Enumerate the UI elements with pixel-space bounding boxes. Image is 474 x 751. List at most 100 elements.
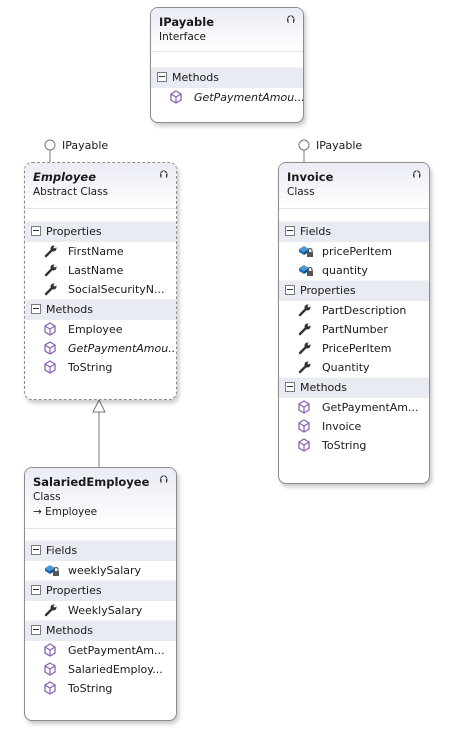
method-name: ToString	[322, 439, 367, 452]
property-item[interactable]: PricePerItem	[279, 339, 429, 358]
property-name: Quantity	[322, 361, 370, 374]
field-name: pricePerItem	[322, 245, 392, 258]
invoice-header: Invoice Class ⮉	[279, 163, 429, 209]
employee-methods-section[interactable]: Methods	[25, 299, 176, 320]
salaried-employee-stereotype: Class	[33, 491, 61, 503]
property-item[interactable]: WeeklySalary	[25, 601, 176, 620]
employee-interface-lollipop	[44, 139, 56, 151]
property-name: FirstName	[68, 245, 124, 258]
salaried-employee-fields-section[interactable]: Fields	[25, 540, 176, 561]
property-item[interactable]: PartDescription	[279, 301, 429, 320]
section-label: Methods	[46, 303, 93, 316]
employee-class-box[interactable]: Employee Abstract Class ⮉ Properties Fir…	[24, 162, 177, 400]
method-name: GetPaymentAmou...	[68, 342, 176, 355]
method-item[interactable]: ToString	[25, 679, 176, 698]
field-name: quantity	[322, 264, 368, 277]
method-cube-icon	[298, 400, 314, 414]
method-item[interactable]: Employee	[25, 320, 176, 339]
invoice-methods-section[interactable]: Methods	[279, 377, 429, 398]
employee-title: Employee	[33, 170, 97, 184]
property-wrench-icon	[44, 263, 60, 277]
field-name: weeklySalary	[68, 564, 142, 577]
invoice-interface-label: IPayable	[316, 139, 363, 152]
property-item[interactable]: Quantity	[279, 358, 429, 377]
collapse-section-icon[interactable]	[157, 72, 167, 82]
collapse-icon[interactable]: ⮉	[159, 168, 168, 181]
ipayable-title: IPayable	[159, 15, 215, 29]
section-label: Fields	[46, 544, 78, 557]
field-item[interactable]: weeklySalary	[25, 561, 176, 580]
method-item[interactable]: ToString	[279, 436, 429, 455]
collapse-icon[interactable]: ⮉	[286, 13, 295, 26]
invoice-fields-section[interactable]: Fields	[279, 221, 429, 242]
collapse-section-icon[interactable]	[31, 625, 41, 635]
method-item[interactable]: Invoice	[279, 417, 429, 436]
collapse-section-icon[interactable]	[31, 545, 41, 555]
property-item[interactable]: FirstName	[25, 242, 176, 261]
method-name: GetPaymentAm...	[68, 644, 165, 657]
property-item[interactable]: LastName	[25, 261, 176, 280]
property-wrench-icon	[298, 303, 314, 317]
property-wrench-icon	[44, 244, 60, 258]
collapse-section-icon[interactable]	[285, 382, 295, 392]
field-lock-icon	[298, 244, 314, 258]
method-cube-icon	[298, 419, 314, 433]
collapse-section-icon[interactable]	[31, 226, 41, 236]
method-item[interactable]: ToString	[25, 358, 176, 377]
method-cube-icon	[44, 322, 60, 336]
method-name: GetPaymentAmou...	[194, 91, 303, 104]
employee-header: Employee Abstract Class ⮉	[25, 163, 176, 209]
method-item[interactable]: SalariedEmploy...	[25, 660, 176, 679]
section-label: Properties	[46, 225, 102, 238]
salaried-employee-title: SalariedEmployee	[33, 475, 150, 489]
method-cube-icon	[170, 90, 186, 104]
invoice-properties-section[interactable]: Properties	[279, 280, 429, 301]
invoice-stereotype: Class	[287, 186, 315, 198]
ipayable-stereotype: Interface	[159, 31, 207, 43]
salaried-employee-header: SalariedEmployee Class → Employee ⮉	[25, 468, 176, 529]
method-name: SalariedEmploy...	[68, 663, 163, 676]
collapse-icon[interactable]: ⮉	[159, 473, 168, 486]
salaried-employee-class-box[interactable]: SalariedEmployee Class → Employee ⮉ Fiel…	[24, 467, 177, 721]
collapse-section-icon[interactable]	[31, 585, 41, 595]
collapse-icon[interactable]: ⮉	[412, 168, 421, 181]
method-cube-icon	[44, 681, 60, 695]
section-label: Methods	[172, 71, 219, 84]
inheritance-arrowhead	[92, 398, 106, 413]
method-item[interactable]: GetPaymentAmou...	[25, 339, 176, 358]
section-label: Properties	[300, 284, 356, 297]
invoice-interface-lollipop	[298, 139, 310, 151]
employee-properties-section[interactable]: Properties	[25, 221, 176, 242]
section-label: Fields	[300, 225, 332, 238]
method-name: Invoice	[322, 420, 362, 433]
invoice-class-box[interactable]: Invoice Class ⮉ Fields pricePerItem quan…	[278, 162, 430, 484]
field-item[interactable]: quantity	[279, 261, 429, 280]
method-cube-icon	[298, 438, 314, 452]
field-item[interactable]: pricePerItem	[279, 242, 429, 261]
collapse-section-icon[interactable]	[285, 226, 295, 236]
section-label: Methods	[46, 624, 93, 637]
field-lock-icon	[298, 263, 314, 277]
ipayable-header: IPayable Interface ⮉	[151, 8, 303, 52]
field-lock-icon	[44, 563, 60, 577]
property-wrench-icon	[298, 341, 314, 355]
method-item[interactable]: GetPaymentAmou...	[151, 88, 303, 107]
property-item[interactable]: SocialSecurityN...	[25, 280, 176, 299]
collapse-section-icon[interactable]	[31, 304, 41, 314]
ipayable-interface-box[interactable]: IPayable Interface ⮉ Methods GetPaymentA…	[150, 7, 304, 123]
method-cube-icon	[44, 341, 60, 355]
salaried-employee-properties-section[interactable]: Properties	[25, 580, 176, 601]
method-name: ToString	[68, 682, 113, 695]
method-item[interactable]: GetPaymentAm...	[25, 641, 176, 660]
method-cube-icon	[44, 643, 60, 657]
salaried-employee-methods-section[interactable]: Methods	[25, 620, 176, 641]
method-name: Employee	[68, 323, 123, 336]
method-cube-icon	[44, 360, 60, 374]
property-item[interactable]: PartNumber	[279, 320, 429, 339]
method-item[interactable]: GetPaymentAm...	[279, 398, 429, 417]
property-name: LastName	[68, 264, 124, 277]
method-cube-icon	[44, 662, 60, 676]
ipayable-methods-section[interactable]: Methods	[151, 67, 303, 88]
collapse-section-icon[interactable]	[285, 285, 295, 295]
